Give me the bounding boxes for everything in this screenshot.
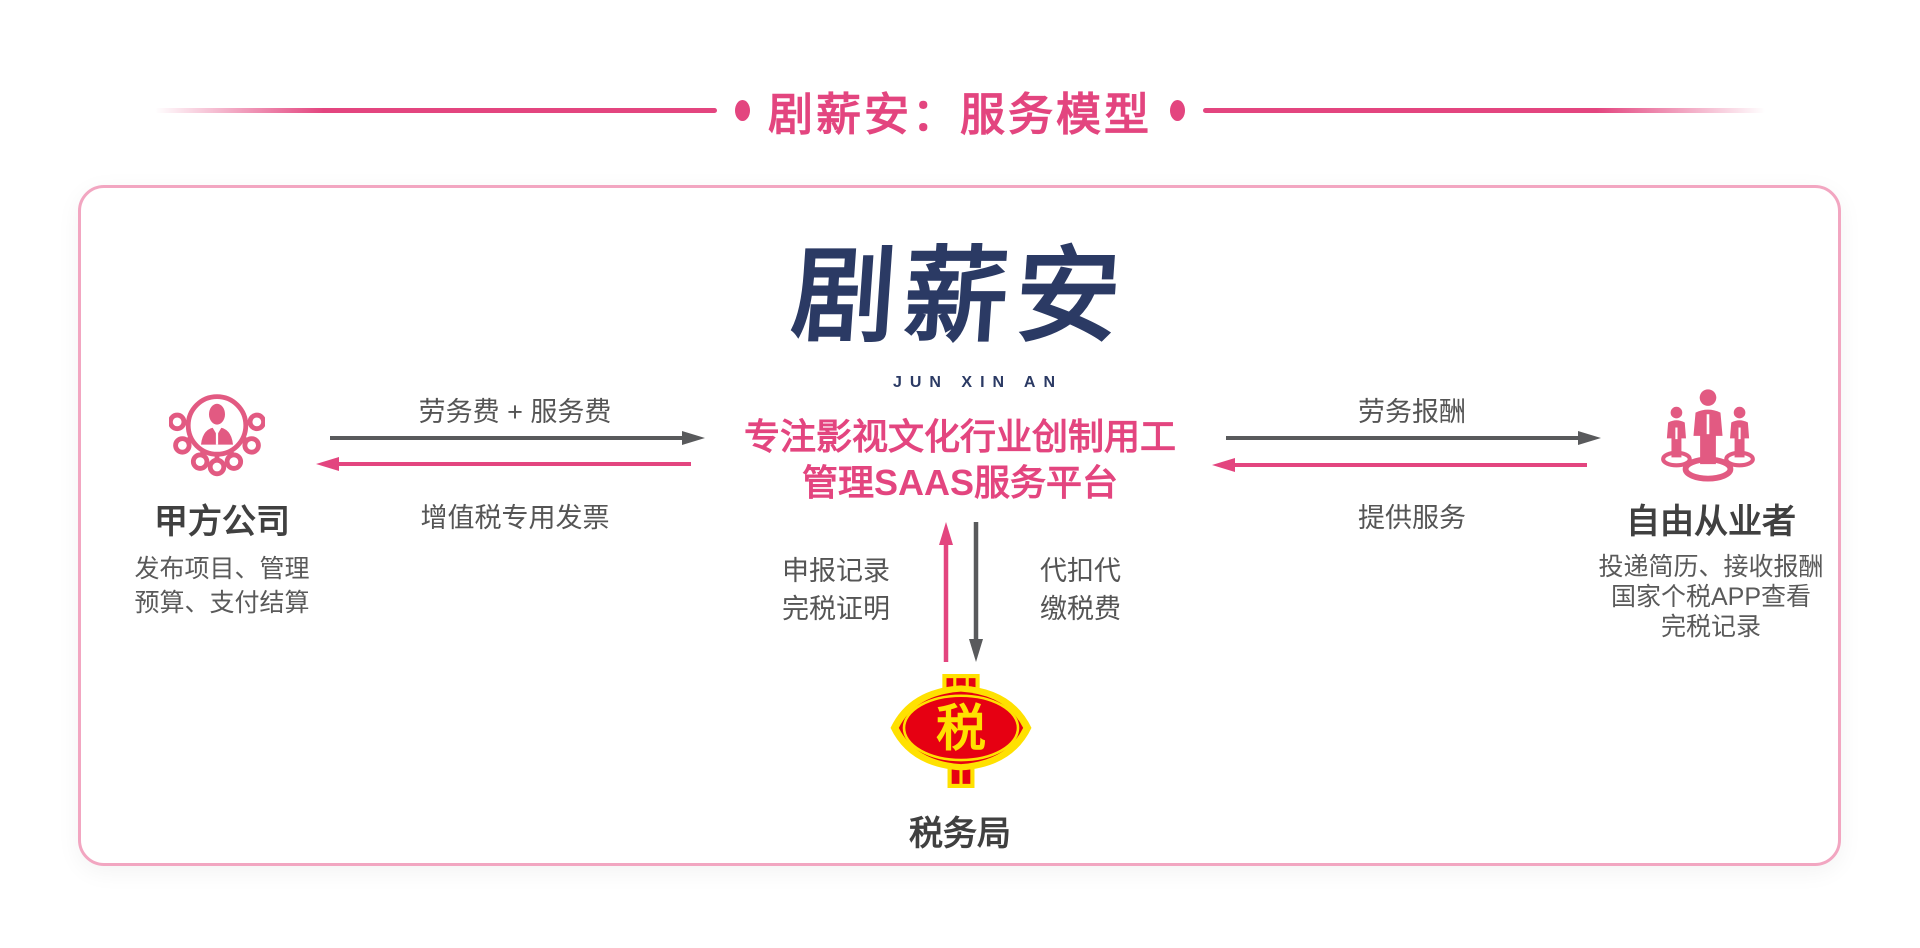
page-title-row: 剧薪安：服务模型: [0, 84, 1920, 140]
freelancer-entity-name: 自由从业者: [1626, 503, 1796, 541]
freelancer-desc-line2: 国家个税APP查看: [1610, 583, 1812, 611]
arrow-platform-to-tax: [969, 522, 983, 662]
freelancer-desc-line3: 完税记录: [1660, 613, 1761, 641]
withholding-line2: 缴税费: [1040, 594, 1121, 624]
flow-label-fees: 劳务费 + 服务费: [418, 397, 612, 427]
flow-label-remuneration: 劳务报酬: [1358, 397, 1466, 427]
tax-logo-glyph: 税: [936, 701, 986, 757]
withholding-line1: 代扣代: [1040, 556, 1121, 586]
tax-bureau-name: 税务局: [909, 815, 1011, 853]
tax-report-line1: 申报记录: [782, 556, 890, 586]
arrow-platform-to-freelancer: [1226, 431, 1601, 445]
client-network-icon: [169, 394, 265, 477]
title-decor-line-right: [1203, 107, 1765, 113]
arrow-client-to-platform: [330, 431, 705, 445]
freelancer-team-icon: [1661, 389, 1755, 482]
title-decor-dot-right: [1170, 99, 1185, 121]
tax-report-line2: 完税证明: [782, 594, 890, 624]
arrow-freelancer-to-platform: [1212, 458, 1587, 472]
flow-label-withholding: 代扣代 缴税费: [1008, 552, 1153, 628]
platform-slogan: 专注影视文化行业创制用工 管理SAAS服务平台: [0, 414, 1920, 506]
title-decor-line-left: [154, 107, 717, 113]
flow-label-tax-report: 申报记录 完税证明: [752, 552, 920, 628]
client-desc-line1: 发布项目、管理: [134, 555, 310, 583]
client-desc-line2: 预算、支付结算: [134, 589, 310, 617]
page-title: 剧薪安：服务模型: [767, 88, 1152, 140]
platform-slogan-line1: 专注影视文化行业创制用工: [743, 416, 1176, 457]
client-entity-name: 甲方公司: [154, 503, 290, 541]
brand-logo-pinyin: JUN XIN AN: [892, 374, 1064, 391]
freelancer-desc-line1: 投递简历、接收报酬: [1598, 553, 1824, 581]
arrow-platform-to-client: [316, 457, 691, 471]
freelancer-entity-desc: 投递简历、接收报酬 国家个税APP查看 完税记录: [1566, 552, 1856, 642]
flow-label-invoice: 增值税专用发票: [420, 503, 610, 533]
tax-bureau-logo: 税: [890, 674, 1032, 788]
client-entity-desc: 发布项目、管理 预算、支付结算: [82, 552, 362, 620]
arrow-tax-to-platform: [939, 522, 953, 662]
flow-label-service: 提供服务: [1358, 503, 1466, 533]
brand-logo-calligraphy: 剧薪安: [787, 239, 1133, 355]
platform-slogan-line2: 管理SAAS服务平台: [801, 462, 1119, 503]
title-decor-dot-left: [734, 99, 750, 121]
